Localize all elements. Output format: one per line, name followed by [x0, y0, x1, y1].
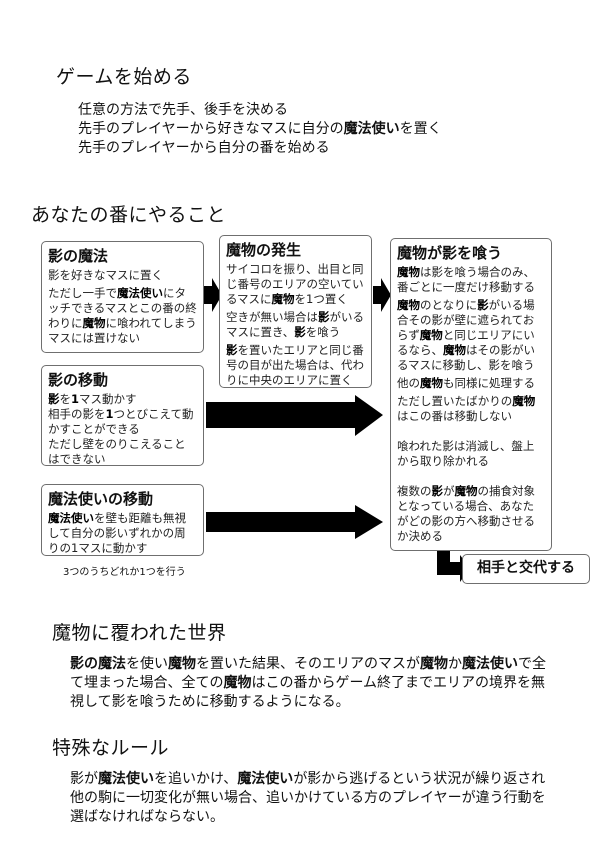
box-text: サイコロを振り、出目と同じ番号のエリアの空いているマスに魔物を1つ置く: [226, 262, 364, 306]
keyword: 魔法使い: [237, 771, 294, 787]
end-turn-box: 相手と交代する: [462, 554, 590, 584]
keyword: 魔物: [419, 328, 443, 342]
heading-game-start: ゲームを始める: [56, 66, 192, 88]
box-text: 相手の影を1つとびこえて動かすことができる: [48, 407, 194, 436]
heading-monster-world: 魔物に覆われた世界: [52, 622, 227, 644]
game-start-steps: 任意の方法で先手、後手を決める 先手のプレイヤーから好きなマスに自分の魔法使いを…: [78, 101, 442, 158]
box-title: 魔法使いの移動: [48, 490, 154, 508]
box-text: 影を置いたエリアと同じ番号の目が出た場合は、代わりに中央のエリアに置く: [226, 343, 364, 387]
heading-special-rules: 特殊なルール: [52, 737, 170, 759]
keyword: 魔物: [443, 343, 466, 357]
keyword: 魔法使い: [343, 121, 400, 137]
action-box-monster-spawn: 魔物の発生 サイコロを振り、出目と同じ番号のエリアの空いているマスに魔物を1つ置…: [219, 235, 372, 388]
box-text: 魔法使いを壁も距離も無視して自分の影いずれかの周りの1マスに動かす: [48, 511, 186, 555]
box-text: 魔物は影を喰う場合のみ、番ごとに一度だけ移動する: [397, 265, 535, 294]
keyword: 魔物: [271, 292, 295, 306]
keyword: 魔物: [397, 265, 420, 279]
keyword: 魔物: [512, 394, 536, 408]
box-text: 空きが無い場合は影がいるマスに置き、影を喰う: [226, 310, 364, 339]
box-text: ただし置いたばかりの魔物はこの番は移動しない: [397, 394, 536, 423]
heading-your-turn: あなたの番にやること: [31, 204, 227, 226]
box-title: 影の移動: [48, 371, 109, 389]
keyword: 魔法使い: [48, 511, 94, 525]
box-title: 魔物が影を喰う: [397, 244, 503, 262]
box-text: 魔物のとなりに影がいる場合その影が壁に遮られておらず魔物と同じエリアにいるなら、…: [397, 298, 535, 372]
keyword: 魔物: [420, 656, 448, 672]
keyword: 魔法使い: [117, 286, 163, 300]
action-box-shadow-magic: 影の魔法 影を好きなマスに置く ただし一手で魔法使いにタッチできるマスとこの番の…: [41, 241, 204, 353]
arrow-right-icon: [373, 278, 391, 312]
keyword: 魔物: [454, 484, 478, 498]
monster-world-text: 影の魔法を使い魔物を置いた結果、そのエリアのマスが魔物か魔法使いで全て埋まった場…: [70, 656, 546, 710]
keyword: 魔物: [168, 656, 196, 672]
keyword: 影: [431, 484, 444, 498]
spacer: [397, 427, 545, 439]
choose-one-note: 3つのうちどれか1つを行う: [63, 567, 186, 578]
keyword: 魔物: [82, 316, 106, 330]
keyword: 影: [294, 325, 306, 339]
box-text: 喰われた影は消滅し、盤上から取り除かれる: [397, 439, 535, 468]
keyword: 魔物: [223, 675, 252, 691]
arrow-right-icon: [206, 395, 383, 436]
keyword: 魔法使い: [98, 771, 154, 787]
keyword: 影: [226, 343, 238, 357]
action-box-wizard-move: 魔法使いの移動 魔法使いを壁も距離も無視して自分の影いずれかの周りの1マスに動か…: [41, 484, 204, 556]
box-text: 影を好きなマスに置く: [48, 268, 163, 282]
box-title: 影の魔法: [48, 247, 109, 265]
arrow-right-icon: [204, 278, 222, 312]
keyword: 1: [105, 407, 114, 421]
keyword: 影: [477, 298, 489, 312]
box-text: ただし壁をのりこえることはできない: [48, 437, 186, 466]
box-text: 影を1マス動かす: [48, 392, 137, 406]
keyword: 影: [48, 392, 60, 406]
keyword: 影: [318, 310, 330, 324]
keyword: 魔法使い: [462, 656, 518, 672]
box-title: 魔物の発生: [226, 241, 302, 259]
keyword: 魔物: [397, 298, 420, 312]
keyword: 魔物: [420, 376, 443, 390]
box-text: 他の魔物も同様に処理する: [397, 376, 535, 390]
game-start-step: 先手のプレイヤーから自分の番を始める: [78, 140, 330, 156]
action-box-shadow-move: 影の移動 影を1マス動かす 相手の影を1つとびこえて動かすことができる ただし壁…: [41, 365, 204, 466]
keyword: 1: [71, 392, 80, 406]
box-text: 複数の影が魔物の捕食対象となっている場合、あなたがどの影の方へ移動させるか決める: [397, 484, 535, 543]
bent-arrow-icon: [437, 550, 470, 582]
game-start-step: 先手のプレイヤーから好きなマスに自分の魔法使いを置く: [78, 121, 442, 137]
action-box-monster-eats: 魔物が影を喰う 魔物は影を喰う場合のみ、番ごとに一度だけ移動する 魔物のとなりに…: [390, 238, 552, 551]
game-start-step: 任意の方法で先手、後手を決める: [78, 102, 288, 118]
spacer: [397, 472, 545, 484]
box-text: ただし一手で魔法使いにタッチできるマスとこの番の終わりに魔物に喰われてしまうマス…: [48, 286, 197, 345]
special-rules-text: 影が魔法使いを追いかけ、魔法使いが影から逃げるという状況が繰り返され他の駒に一切…: [70, 771, 546, 825]
keyword: 影の魔法: [70, 656, 126, 672]
arrow-right-icon: [206, 505, 383, 539]
